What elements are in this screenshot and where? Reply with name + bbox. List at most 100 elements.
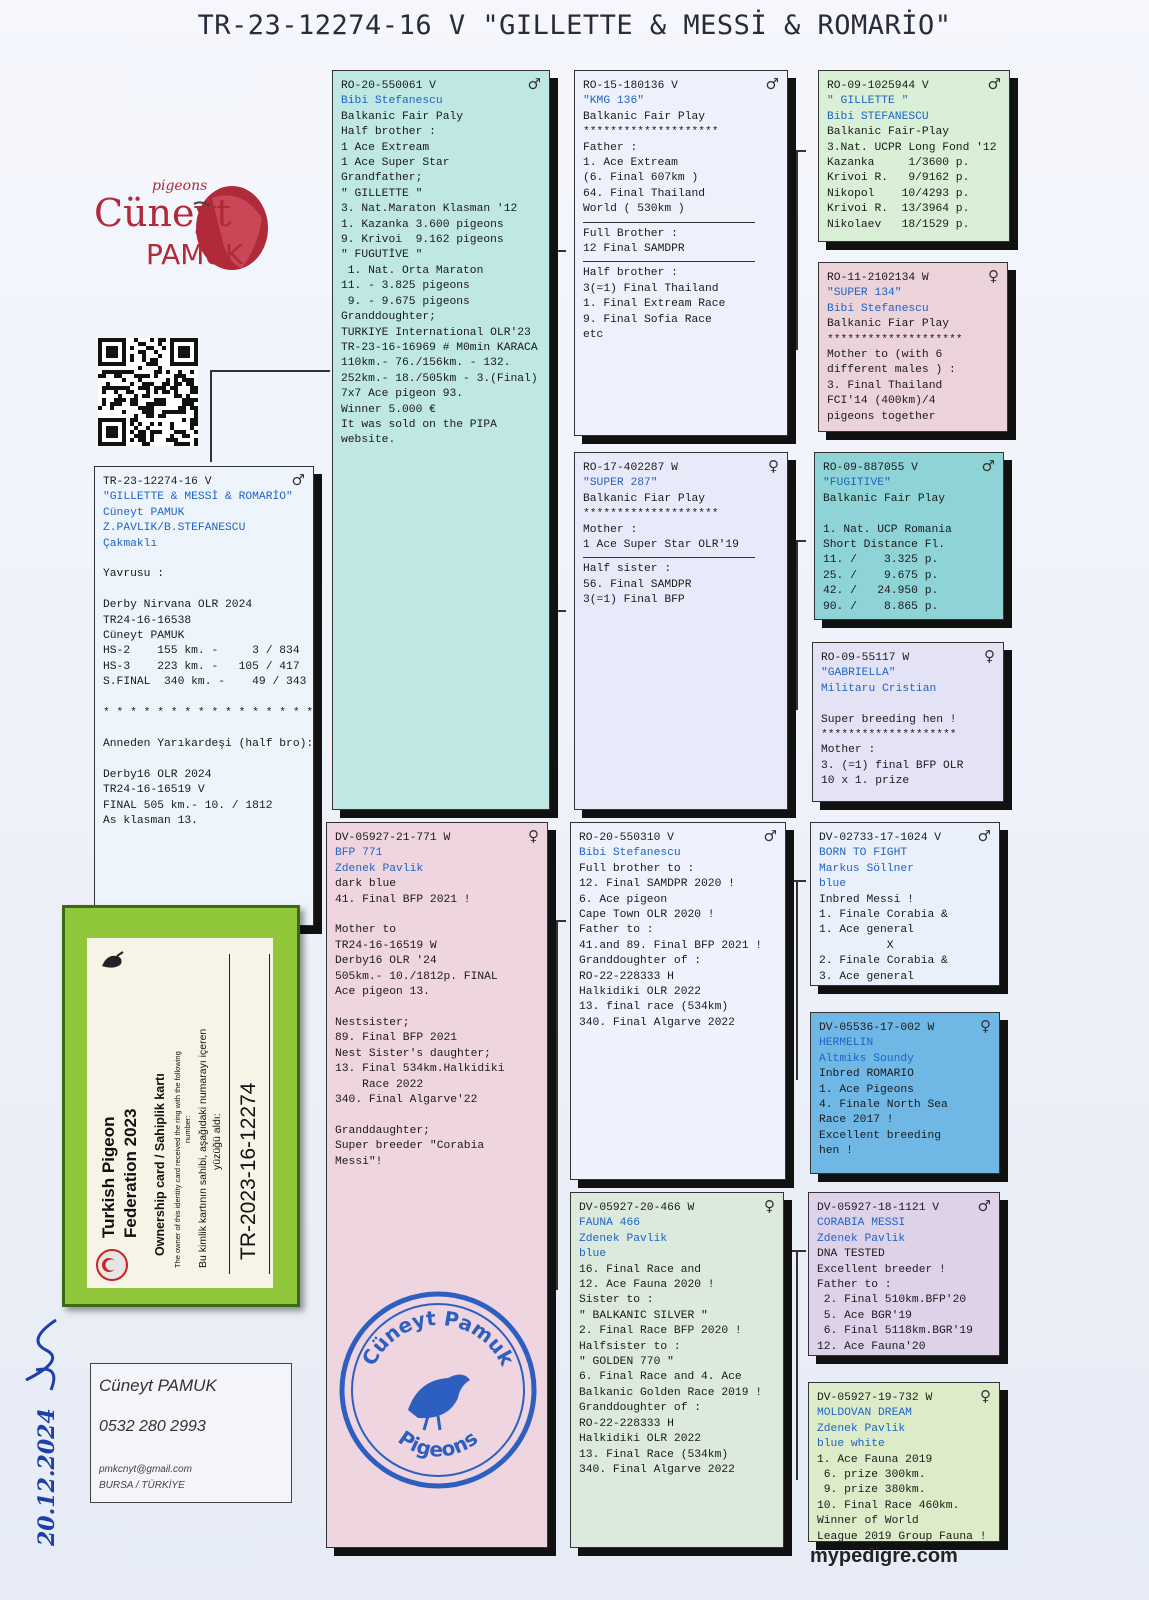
pedigree-text-line: Halkidiki OLR 2022 [579,986,702,999]
pedigree-text-line: 25. / 9.675 p. [823,569,939,582]
pigeon-name-line: Zdenek Pavlik [817,1422,906,1435]
card-tr-text-2: yüzüğü aldı: [211,1113,223,1170]
pedigree-text-line: Ace pigeon 13. [335,986,430,999]
contact-name: Cüneyt PAMUK [99,1376,217,1395]
divider [583,557,756,559]
pedigree-text-line: " GOLDEN 770 " [579,1356,674,1369]
pedigree-text-line [335,908,539,923]
pedigree-text-line: Father to : [817,1279,892,1292]
pedigree-text-line: Race 2022 [335,1078,424,1091]
connector [556,250,558,610]
pedigree-text-line [103,691,305,706]
pedigree-text-line: 12. Ace Fauna'20 [817,1340,926,1353]
pedigree-text-line: Krivoi R. 13/3964 p. [827,203,970,216]
pedigree-text-line: Kazanka 1/3600 p. [827,157,970,170]
male-symbol-icon: ♂ [987,75,1001,93]
website-link[interactable]: mypedigre.com [810,1545,958,1567]
ring-underline [269,954,270,1274]
pigeon-card-sdd[interactable]: ♀RO-09-55117 W"GABRIELLA"Militaru Cristi… [812,642,1004,802]
pedigree-text-line: 13. final race (534km) [579,1001,729,1014]
pedigree-text-line: Nest Sister's daughter; [335,1047,491,1060]
pedigree-text-line [103,722,305,737]
pedigree-text-line: 12. Final SAMDPR 2020 ! [579,878,735,891]
female-symbol-icon: ♀ [984,647,995,665]
pedigree-text-line: 6. Final Race and 4. Ace [579,1371,742,1384]
pigeon-name-line: blue white [817,1438,885,1451]
pigeon-name-line: "KMG 136" [583,95,645,108]
pigeon-name-line: Çakmaklı [103,537,158,550]
federation-name-line1: Turkish Pigeon [99,1116,118,1238]
pigeon-card-sire-sire[interactable]: ♂RO-15-180136 V"KMG 136"Balkanic Fair Pl… [574,70,788,436]
pedigree-text-line: S.FINAL 340 km. - 49 / 343 [103,676,307,689]
pedigree-text-line: 1 Ace Super Star OLR'19 [583,539,739,552]
pedigree-text-line: RO-22-228333 H [579,1417,674,1430]
pedigree-text-line: 1 Ace Super Star [341,157,450,170]
federation-ownership-card: Turkish Pigeon Federation 2023 Ownership… [62,905,300,1307]
pigeon-card-sds[interactable]: ♂RO-09-887055 V"FUGITIVE"Balkanic Fair P… [814,452,1004,620]
logo-top-text: pigeons [152,178,207,194]
pedigree-text-line: Father to : [579,924,654,937]
male-symbol-icon: ♂ [763,827,777,845]
connector [210,370,212,462]
pedigree-text-line: World ( 530km ) [583,203,685,216]
pigeon-card-sire-dam[interactable]: ♀RO-17-402287 W"SUPER 287"Balkanic Fiar … [574,452,788,810]
pedigree-text-line: Derby16 OLR 2024 [103,768,212,781]
female-symbol-icon: ♀ [528,827,539,845]
pigeon-card-subject[interactable]: ♂TR-23-12274-16 V"GILLETTE & MESSİ & ROM… [94,466,314,926]
pedigree-text-line: 7x7 Ace pigeon 93. [341,388,464,401]
pedigree-text-line: 340. Final Algarve 2022 [579,1016,735,1029]
pedigree-text-line: Excellent breeder ! [817,1263,946,1276]
pedigree-text-line: Balkanic Fair-Play [827,126,950,139]
pedigree-text-line [103,752,305,767]
pedigree-text-line: 3(=1) Final Thailand [583,282,719,295]
pedigree-text-line: Cüneyt PAMUK [103,630,185,643]
pigeon-name-line: FAUNA 466 [579,1217,641,1230]
pigeon-card-ssd[interactable]: ♀RO-11-2102134 W"SUPER 134"Bibi Stefanes… [818,262,1008,432]
ring-number: DV-05536-17-002 W [819,1022,935,1034]
contact-email[interactable]: pmkcnyt@gmail.com [99,1464,192,1475]
male-symbol-icon: ♂ [765,75,779,93]
contact-phone[interactable]: 0532 280 2993 [99,1418,206,1435]
pedigree-text-line: 1. Final Extream Race [583,298,726,311]
pigeon-name-line: HERMELIN [819,1037,874,1050]
pedigree-text-line: Full brother to : [579,862,695,875]
pedigree-text-line: 3.Nat. UCPR Long Fond '12 [827,141,997,154]
pedigree-text-line: HS-2 155 km. - 3 / 834 [103,645,300,658]
pedigree-text-line: Short Distance Fl. [823,539,946,552]
pedigree-text-line: Halfsister to : [579,1340,681,1353]
pedigree-text-line: 1. Ace Extream [583,157,678,170]
pigeon-name-line: CORABIA MESSI [817,1217,906,1230]
pigeon-name-line: BFP 771 [335,847,383,860]
pedigree-text-line: Cape Town OLR 2020 ! [579,909,715,922]
pedigree-text-line: 6. Ace pigeon [579,893,668,906]
qr-code[interactable] [98,338,198,446]
pedigree-text-line: 9. - 9.675 pigeons [341,295,470,308]
pigeon-card-sss[interactable]: ♂RO-09-1025944 V" GILLETTE "Bibi STEFANE… [818,70,1010,242]
pedigree-text-line: Mother to (with 6 [827,349,943,362]
pedigree-text-line: 1. Nat. Orta Maraton [341,264,484,277]
pedigree-text-line [335,1108,539,1123]
pigeon-name-line: Bibi Stefanescu [579,847,681,860]
ring-number: DV-05927-21-771 W [335,832,451,844]
pedigree-text-line: DNA TESTED [817,1248,885,1261]
logo-sub-text: PAMUK [146,238,244,271]
pedigree-text-line: Mother : [583,523,638,536]
pedigree-text-line: 64. Final Thailand [583,187,706,200]
pedigree-text-line: 3. (=1) final BFP OLR [821,759,964,772]
pedigree-text-line: Yavrusu : [103,568,165,581]
pedigree-text-line: Nestsister; [335,1016,410,1029]
pedigree-text-line: HS-3 223 km. - 105 / 417 [103,660,300,673]
pedigree-text-line: 90. / 8.865 p. [823,600,939,613]
card-en-text-2: number: [183,1115,192,1143]
pedigree-text-line: Granddoughter; [341,311,436,324]
pedigree-text-line: 1 Ace Extream [341,141,430,154]
ring-number: DV-05927-20-466 W [579,1202,695,1214]
